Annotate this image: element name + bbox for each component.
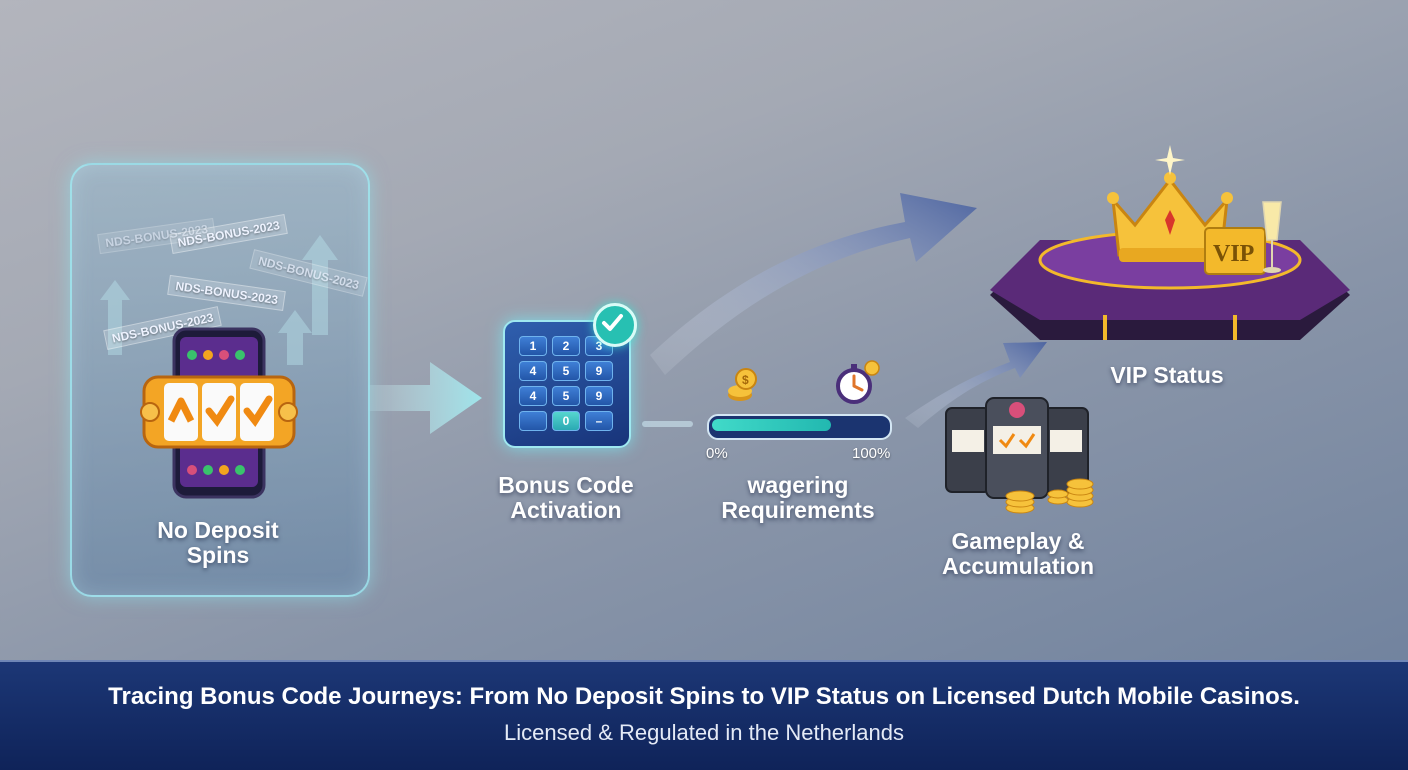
stage-label-gameplay: Gameplay & Accumulation (918, 529, 1118, 579)
label-line: Accumulation (941, 553, 1095, 579)
label-line: No Deposit (157, 517, 279, 543)
rising-arrows (100, 235, 338, 365)
footer-subtitle: Licensed & Regulated in the Netherlands (504, 720, 904, 745)
keypad-key: 2 (552, 336, 580, 356)
wagering-progress-bar (707, 414, 892, 440)
stage-label-no-deposit: No Deposit Spins (118, 518, 318, 568)
keypad-key: 9 (585, 361, 613, 381)
champagne-icon (1262, 201, 1282, 273)
stage-label-wagering: wagering Requirements (698, 473, 898, 523)
slot-machines-icon (945, 397, 1094, 514)
keypad-key: 0 (552, 411, 580, 431)
footer-banner (0, 660, 1408, 770)
flow-arrows (368, 193, 1047, 434)
keypad-key: 4 (519, 361, 547, 381)
label-line: Requirements (721, 497, 875, 523)
flow-arrow-icon (650, 193, 977, 375)
progress-fill (712, 419, 831, 431)
keypad-key: 9 (585, 386, 613, 406)
label-line: Spins (186, 542, 250, 568)
coins-icon: $ (728, 368, 757, 401)
keypad-key: 1 (519, 336, 547, 356)
label-line: Gameplay & (951, 528, 1085, 554)
crown-icon (1107, 172, 1233, 262)
label-line: Activation (510, 497, 622, 523)
slot-machine-icon (140, 375, 298, 449)
label-line: Bonus Code (498, 472, 634, 498)
phone-icon (140, 327, 298, 499)
keypad-key: – (585, 411, 613, 431)
label-line: wagering (747, 472, 849, 498)
keypad-key: 5 (552, 361, 580, 381)
stopwatch-icon (836, 360, 880, 404)
stage-label-vip: VIP Status (1110, 362, 1224, 388)
vip-plaque-icon: VIP (1204, 227, 1266, 275)
keypad-icon: 1 2 3 4 5 9 4 5 9 0 – (503, 320, 631, 448)
svg-text:$: $ (742, 373, 749, 387)
keypad-key: 5 (552, 386, 580, 406)
check-icon (593, 303, 637, 347)
keypad-key (519, 411, 547, 431)
progress-end-label: 100% (852, 445, 891, 462)
vip-podium: VIP (990, 145, 1350, 340)
vip-badge-text: VIP (1213, 241, 1254, 267)
flow-arrow-icon (905, 342, 1047, 428)
flow-arrow-icon (368, 362, 482, 434)
footer-title: Tracing Bonus Code Journeys: From No Dep… (108, 683, 1300, 710)
keypad-key: 4 (519, 386, 547, 406)
stage-label-activation: Bonus Code Activation (466, 473, 666, 523)
progress-start-label: 0% (706, 445, 728, 462)
